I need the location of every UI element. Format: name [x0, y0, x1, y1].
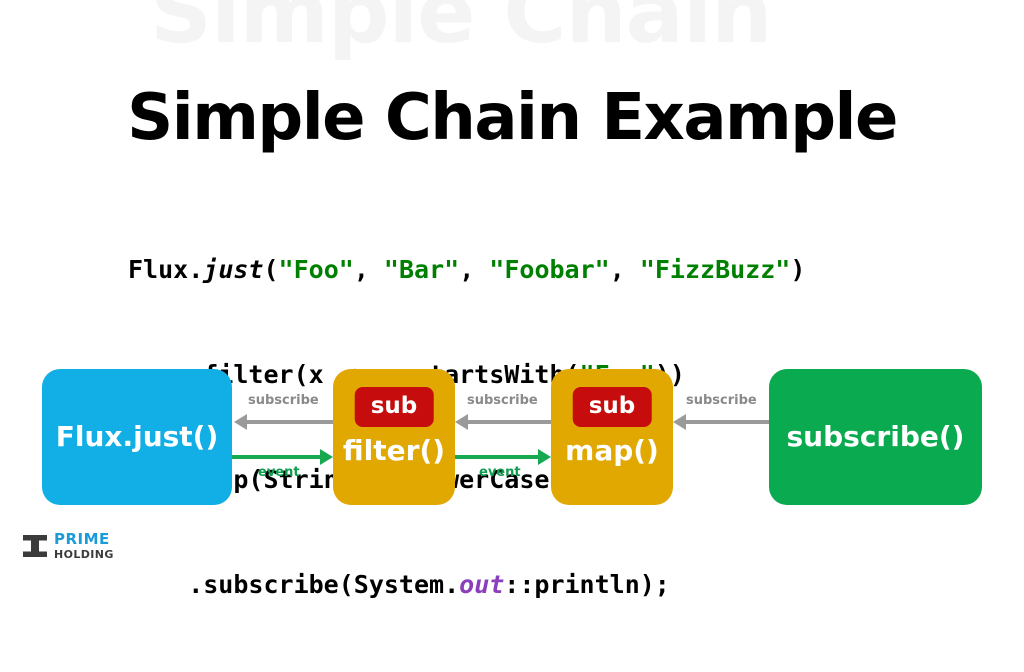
- diagram-node-flux-just[interactable]: Flux.just(): [42, 369, 232, 505]
- code-token: out: [459, 570, 505, 599]
- arrow-line: [686, 420, 769, 424]
- node-label: map(): [565, 434, 659, 467]
- code-token: ::println);: [504, 570, 670, 599]
- logo-sub-brand: HOLDING: [54, 548, 114, 561]
- code-token: "Bar": [383, 255, 460, 284]
- sub-badge: sub: [572, 387, 652, 427]
- code-token: Flux.: [128, 255, 204, 284]
- logo-wordmark: PRIME HOLDING: [54, 530, 114, 561]
- arrow-label: subscribe: [248, 393, 319, 408]
- diagram-node-filter[interactable]: sub filter(): [333, 369, 455, 505]
- arrow-label: subscribe: [686, 393, 757, 408]
- brand-logo: PRIME HOLDING: [22, 532, 114, 560]
- code-token: "Foobar": [489, 255, 610, 284]
- logo-brand: PRIME: [54, 530, 110, 548]
- code-token: .subscribe(System.: [128, 570, 460, 599]
- code-token: (: [263, 255, 279, 284]
- arrow-line: [455, 455, 538, 459]
- arrow-head-left-icon: [673, 414, 686, 430]
- code-token: ,: [459, 255, 490, 284]
- code-line: .subscribe(System.out::println);: [128, 567, 805, 602]
- node-label: subscribe(): [786, 420, 965, 453]
- arrow-line: [247, 420, 333, 424]
- page-title: Simple Chain Example: [127, 80, 898, 155]
- arrow-label: event: [258, 465, 300, 480]
- code-token: ): [790, 255, 806, 284]
- arrow-head-left-icon: [455, 414, 468, 430]
- code-token: ,: [609, 255, 640, 284]
- arrow-head-right-icon: [320, 449, 333, 465]
- code-token: "FizzBuzz": [639, 255, 791, 284]
- diagram-node-map[interactable]: sub map(): [551, 369, 673, 505]
- slide-root: Simple Chain Simple Chain Example Flux.j…: [0, 0, 1024, 599]
- code-line: Flux.just("Foo", "Bar", "Foobar", "FizzB…: [128, 252, 805, 287]
- arrow-head-right-icon: [538, 449, 551, 465]
- diagram-node-subscribe[interactable]: subscribe(): [769, 369, 982, 505]
- arrow-line: [232, 455, 320, 459]
- code-token: ,: [353, 255, 384, 284]
- ghost-title: Simple Chain: [150, 0, 772, 63]
- arrow-label: subscribe: [467, 393, 538, 408]
- arrow-label: event: [479, 465, 521, 480]
- sub-badge: sub: [354, 387, 434, 427]
- pipeline-diagram: Flux.just() sub filter() sub map() subsc…: [0, 360, 1024, 520]
- i-beam-logo-icon: [22, 534, 48, 558]
- node-label: Flux.just(): [55, 420, 219, 453]
- arrow-head-left-icon: [234, 414, 247, 430]
- arrow-line: [468, 420, 551, 424]
- node-label: filter(): [342, 434, 446, 467]
- code-token: just: [203, 255, 264, 284]
- code-token: "Foo": [278, 255, 354, 284]
